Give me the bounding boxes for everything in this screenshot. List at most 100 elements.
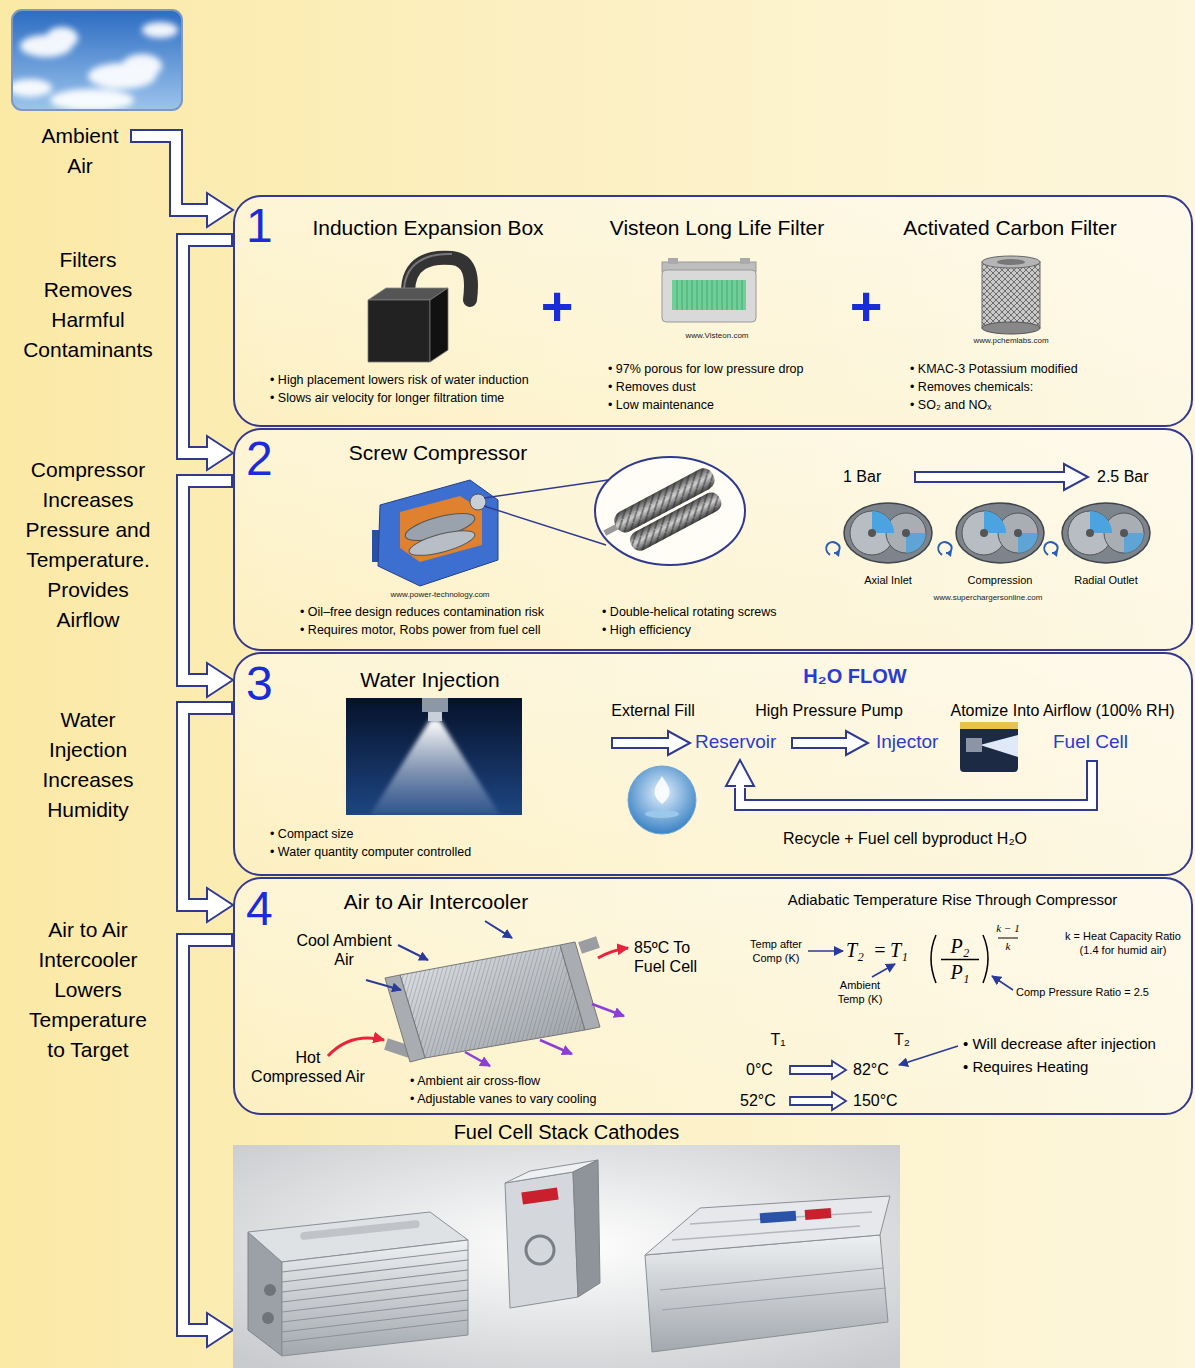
panel-filter-icon-part	[677, 280, 742, 310]
ambient-air-node: Ambient Air	[12, 10, 182, 182]
source-url: www.pchemlabs.com	[953, 336, 1069, 346]
intercooler-core-part	[400, 945, 585, 1058]
bullet-note: • High efficiency	[602, 622, 691, 638]
stack-left-part	[282, 1250, 468, 1342]
screw-rotor-zoom-part	[595, 457, 745, 565]
arrow-fill	[183, 240, 231, 453]
recycle-arrow-part	[740, 760, 1092, 805]
induction-box-icon-part	[368, 300, 430, 362]
formula-leaders-part	[992, 976, 1013, 990]
annotation-text: T₂	[885, 1030, 919, 1049]
cloud-group-part-part	[88, 63, 156, 89]
intercooler-core	[385, 942, 600, 1062]
compressor-cutaway-part	[400, 496, 482, 562]
stack-right-part-part	[690, 1212, 872, 1224]
stack-right-part-part	[662, 1288, 886, 1310]
annotation-text: Cool Ambient Air	[288, 931, 400, 969]
annotation-text: • Will decrease after injection	[963, 1035, 1156, 1053]
stage-caption: Air to Air Intercooler Lowers Temperatur…	[20, 915, 156, 1065]
arrow-fill	[183, 481, 231, 680]
annotation-text: 85ºC To Fuel Cell	[634, 938, 709, 976]
stack-middle-part	[526, 1236, 554, 1264]
intercooler-core-part	[560, 942, 600, 1030]
screw-rotor-zoom-part-part	[627, 489, 725, 554]
spray-photo-part-part	[422, 698, 448, 712]
stack-left-part-part	[282, 1300, 468, 1322]
panel-filter-icon-part	[672, 280, 746, 310]
annotation-text: External Fill	[593, 701, 713, 720]
flow-step: Injector	[876, 731, 938, 753]
rotor-stage-icons-part	[938, 503, 1044, 563]
bullet-note: • 97% porous for low pressure drop	[608, 361, 803, 377]
screw-rotor-zoom-part-part	[611, 465, 718, 536]
stack-left-part	[248, 1212, 468, 1262]
screw-rotor-zoom-part-part	[603, 523, 620, 536]
stack-right	[645, 1196, 890, 1352]
arrow-fill	[183, 708, 231, 905]
annotation-text: 2.5 Bar	[1097, 467, 1149, 486]
bullet-note: • Removes chemicals:	[910, 379, 1033, 395]
section-heading: Activated Carbon Filter	[885, 215, 1135, 240]
injector-icon-part	[966, 738, 982, 752]
induction-box-icon-part	[430, 288, 448, 362]
induction-box-icon-part	[408, 258, 471, 300]
screw-rotor-zoom-part	[599, 465, 729, 562]
cool-air-arrows-part	[366, 980, 401, 990]
source-url: www.superchargersonline.com	[918, 593, 1058, 603]
compressor-cutaway-part	[470, 494, 486, 510]
water-drop-icon-part	[645, 810, 679, 818]
zoom-leader-part	[484, 506, 606, 545]
cool-air-arrows-part	[485, 921, 512, 938]
carbon-filter-icon-part	[982, 262, 1040, 328]
annotation-text: Adiabatic Temperature Rise Through Compr…	[760, 891, 1145, 909]
formula-note: Compression	[955, 573, 1045, 587]
formula-term: P₂	[939, 934, 981, 958]
stage-caption: Compressor Increases Pressure and Temper…	[20, 455, 156, 635]
formula-strokes	[931, 935, 1018, 983]
water-drop-icon-part	[654, 776, 669, 804]
zoom-leader	[484, 480, 608, 545]
stack-right-part	[672, 1212, 872, 1240]
spray-photo-part	[370, 698, 500, 815]
callout-number: 4	[246, 883, 273, 935]
callout-number: 2	[246, 433, 273, 485]
bullet-note: • Requires motor, Robs power from fuel c…	[300, 622, 541, 638]
fuel-cell-photo-part	[233, 1145, 900, 1368]
compressor-cutaway	[372, 480, 498, 586]
cloud-group-part	[12, 22, 178, 110]
hot-air-arrows-part	[328, 1038, 384, 1056]
source-url: www.Visteon.com	[659, 331, 775, 341]
stack-right-part	[760, 1211, 797, 1223]
panel-filter-icon	[662, 258, 756, 322]
stack-right-part	[645, 1235, 888, 1352]
compressor-cutaway-part	[372, 530, 390, 562]
formula-note: Axial Inlet	[843, 573, 933, 587]
stack-left-part-part	[282, 1270, 468, 1292]
stack-right-part	[645, 1196, 890, 1255]
screw-rotor-zoom	[595, 457, 745, 565]
stack-left-part-part	[282, 1250, 468, 1272]
panel-filter-icon-part	[662, 270, 756, 322]
induction-box-icon-part	[368, 288, 448, 300]
flow-arrow	[183, 708, 233, 922]
exhaust-air-arrows-part	[592, 1004, 624, 1016]
flow-arrow	[130, 136, 233, 227]
flow-arrow	[183, 940, 233, 1347]
stack-heading: Fuel Cell Stack Cathodes	[333, 1120, 800, 1144]
flow-arrows	[612, 731, 868, 755]
intercooler-panel: 4Air to Air IntercoolerCool Ambient AirH…	[233, 877, 1193, 1115]
formula-note: Temp after Comp (K)	[745, 937, 807, 965]
induction-box-icon	[368, 254, 471, 362]
hot-air-arrows-part	[598, 948, 628, 958]
sky-photo-part	[12, 10, 182, 110]
exponent-term: k	[994, 940, 1022, 953]
compressor-cutaway-part	[378, 480, 498, 586]
bullet-note: • Low maintenance	[608, 397, 714, 413]
recycle-arrow-part	[740, 762, 1092, 805]
annotation-text: • Requires Heating	[963, 1058, 1088, 1076]
annotation-text: 52°C	[740, 1091, 776, 1110]
stack-middle-part	[573, 1160, 600, 1297]
cloud-group-part-part	[20, 35, 72, 57]
formula-term: =	[873, 938, 887, 962]
callout-number: 3	[246, 658, 273, 710]
